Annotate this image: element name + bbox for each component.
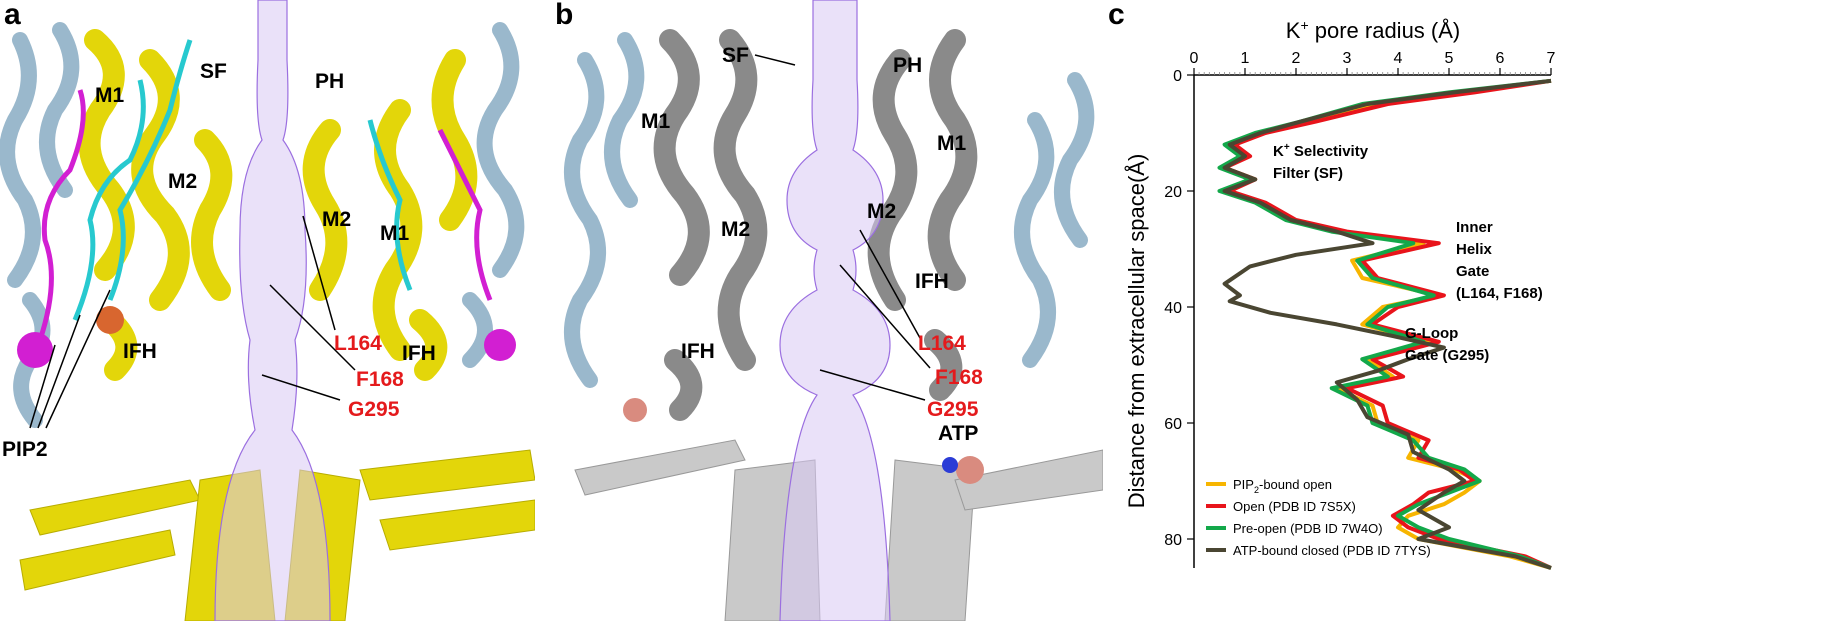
panel-a-pip2-lipids — [37, 39, 493, 341]
panel-b-beta-sheet — [574, 439, 1103, 621]
panel-a-label-ifh-right: IFH — [402, 342, 436, 365]
panel-b-label-atp: ATP — [938, 422, 978, 445]
panel-b-label-m1-right: M1 — [937, 132, 966, 155]
chart-series-line-3 — [1217, 78, 1552, 570]
panel-b-letter: b — [555, 0, 574, 31]
panel-b-atp-molecules — [623, 398, 984, 484]
panel-a-structure-illustration: M1 M2 SF PH M2 M1 IFH IFH L164 F168 G295… — [0, 0, 535, 621]
panel-b-structure-illustration: SF PH M1 M1 M2 M2 IFH IFH L164 F168 G295… — [555, 0, 1103, 621]
panel-a-label-ph: PH — [315, 70, 344, 93]
panel-c-letter: c — [1108, 0, 1125, 31]
chart-annotation-sf-line1: K+ Selectivity — [1273, 142, 1369, 160]
panel-b-label-g295: G295 — [927, 398, 979, 421]
chart-y-tick-label: 80 — [1164, 532, 1182, 549]
panel-b-leader-lines — [754, 54, 931, 401]
pore-radius-chart-svg: K+ pore radius (Å) Distance from extrace… — [1124, 17, 1556, 570]
chart-legend-label-2: Open (PDB ID 7S5X) — [1233, 499, 1356, 514]
panel-a-pore-mesh — [214, 0, 331, 621]
panel-a-label-l164: L164 — [334, 332, 382, 355]
chart-x-tick-label: 5 — [1445, 50, 1454, 67]
panel-a-label-ifh-left: IFH — [123, 340, 157, 363]
panel-a-letter: a — [4, 0, 21, 31]
panel-b-label-m1-left: M1 — [641, 110, 670, 133]
chart-y-tick-label: 20 — [1164, 184, 1182, 201]
chart-x-axis-title: K+ pore radius (Å) — [1286, 17, 1461, 43]
chart-series-line-4 — [1222, 78, 1552, 570]
panel-a-pip2-headgroups — [17, 306, 516, 368]
chart-annotation-sf-line2: Filter (SF) — [1273, 165, 1343, 182]
chart-annotation-ihg-line3: Gate — [1456, 263, 1489, 280]
chart-y-tick-label: 60 — [1164, 416, 1182, 433]
chart-x-tick-label: 3 — [1343, 50, 1352, 67]
chart-y-tick-label: 40 — [1164, 300, 1182, 317]
panel-a-label-m2-right: M2 — [322, 208, 351, 231]
panel-b-label-ifh-right: IFH — [915, 270, 949, 293]
chart-axes: 0 1 2 3 4 5 6 7 0 20 40 60 80 — [1164, 50, 1556, 568]
chart-legend-label-4: ATP-bound closed (PDB ID 7TYS) — [1233, 543, 1431, 558]
chart-series-group — [1217, 78, 1552, 570]
panel-b-label-l164: L164 — [918, 332, 966, 355]
chart-x-tick-label: 7 — [1547, 50, 1556, 67]
chart-annotation-ihg-line2: Helix — [1456, 241, 1493, 258]
chart-x-tick-label: 6 — [1496, 50, 1505, 67]
panel-b-label-ifh-left: IFH — [681, 340, 715, 363]
panel-b-blue-helices — [564, 32, 1095, 388]
chart-x-tick-label: 1 — [1241, 50, 1250, 67]
chart-legend-label-3: Pre-open (PDB ID 7W4O) — [1233, 521, 1383, 536]
chart-annotation-ihg-line4: (L164, F168) — [1456, 285, 1543, 302]
panel-a-yellow-helices — [78, 29, 478, 381]
panel-a-label-m1-left: M1 — [95, 84, 124, 107]
panel-a-leader-lines — [29, 215, 356, 429]
chart-annotation-gl-line2: Gate (G295) — [1405, 347, 1489, 364]
chart-y-axis-title: Distance from extracellular space(Å) — [1124, 154, 1149, 509]
chart-annotation-gl-line1: G-Loop — [1405, 325, 1458, 342]
panel-a-label-m2-left: M2 — [168, 170, 197, 193]
chart-legend-label-1: PIP2-bound open — [1233, 477, 1332, 495]
chart-annotation-ihg-line1: Inner — [1456, 219, 1493, 236]
panel-b-label-f168: F168 — [935, 366, 983, 389]
chart-x-tick-label: 0 — [1190, 50, 1199, 67]
panel-a-pip2-open-structure: M1 M2 SF PH M2 M1 IFH IFH L164 F168 G295… — [0, 0, 535, 621]
chart-series-line-2 — [1222, 78, 1552, 570]
panel-b-atp-closed-structure: SF PH M1 M1 M2 M2 IFH IFH L164 F168 G295… — [555, 0, 1103, 621]
panel-c-pore-radius-chart: c K+ pore radius (Å) Distance from extra… — [1108, 0, 1847, 621]
panel-b-label-m2-left: M2 — [721, 218, 750, 241]
chart-x-tick-label: 4 — [1394, 50, 1403, 67]
panel-a-label-pip2: PIP2 — [2, 438, 48, 461]
panel-a-label-f168: F168 — [356, 368, 404, 391]
panel-a-label-sf: SF — [200, 60, 227, 83]
panel-b-label-m2-right: M2 — [867, 200, 896, 223]
panel-b-label-sf: SF — [722, 44, 749, 67]
panel-a-label-m1-right: M1 — [380, 222, 409, 245]
chart-y-tick-label: 0 — [1173, 68, 1182, 85]
panel-b-label-ph: PH — [893, 54, 922, 77]
panel-b-grey-helices — [653, 29, 978, 421]
panel-b-pore-mesh — [779, 0, 891, 621]
chart-x-tick-label: 2 — [1292, 50, 1301, 67]
panel-a-label-g295: G295 — [348, 398, 400, 421]
